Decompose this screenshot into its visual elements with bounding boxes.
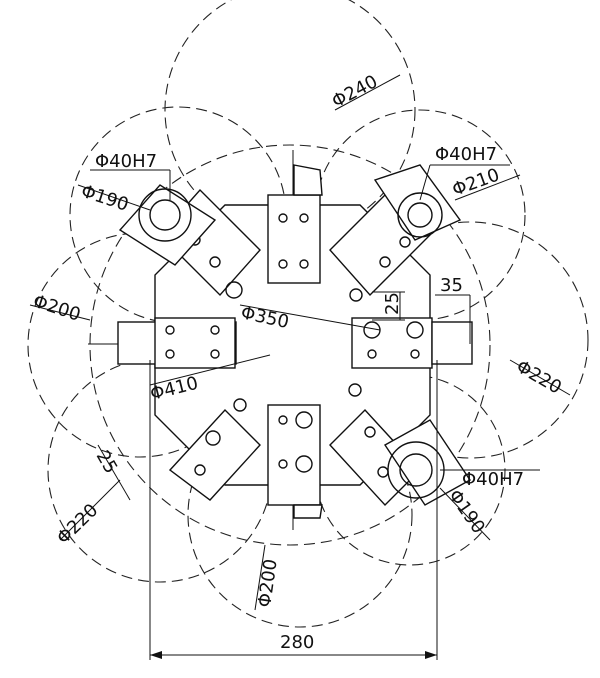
tool-holder-top [267,164,323,284]
bolt-hole [299,259,309,269]
bolt-hole [364,426,376,438]
arrow-head [150,651,162,659]
holder-block-right [431,321,473,365]
bore-inner [399,453,433,487]
bolt-hole [165,325,175,335]
holder-plate-left [154,317,236,369]
bolt-hole [210,325,220,335]
label-phi40h7-top-left: Φ40H7 [95,151,157,172]
bore-inner [149,199,181,231]
holder-tab-bottom [293,504,323,519]
bolt-hole [278,415,288,425]
boring-holder-top-right [373,164,462,241]
label-35: 35 [440,275,463,296]
bolt-hole [278,259,288,269]
leader-phi190-left [77,184,151,211]
holder-tab-top [293,164,323,196]
leader-phi210 [454,174,521,201]
boring-holder-body [373,164,462,241]
leader-phi200-left [29,304,91,321]
tool-holder-bottom [267,404,323,519]
bolt-hole [349,288,363,302]
leader-phi220-left [59,479,121,541]
bolt-hole [367,349,377,359]
boring-holder-body [118,184,217,266]
label-phi210: Φ210 [450,164,503,200]
bolt-hole [205,430,221,446]
holder-block-bottom-left [168,408,261,501]
bolt-hole [225,281,243,299]
bolt-hole [209,256,221,268]
bolt-hole [210,349,220,359]
bolt-hole [299,213,309,223]
boring-holders [118,164,472,506]
label-phi220-right: Φ220 [513,356,566,398]
bolt-hole [233,398,247,412]
bolt-hole [410,349,420,359]
tool-holder-left [117,317,237,369]
label-phi190-right: Φ190 [444,486,489,538]
leader-phi220-right [509,359,571,396]
label-phi240: Φ240 [328,71,381,112]
bolt-hole [194,464,206,476]
bolt-hole [295,455,313,473]
swing-circle-right [351,221,589,459]
bolt-hole [379,256,391,268]
bore-inner [407,202,433,228]
bolt-hole [295,411,313,429]
bolt-hole [165,349,175,359]
tool-holder-bottom-left [168,398,261,501]
bolt-hole [399,236,411,248]
arrow-head [425,651,437,659]
bolt-hole [348,383,362,397]
bore-outer [138,188,192,242]
label-25-right: 25 [382,292,403,315]
dimension-lines [29,74,571,660]
label-25-left: 25 [92,447,122,477]
leader-phi410 [149,354,271,386]
bolt-hole [278,213,288,223]
holder-block-top [267,194,321,284]
boring-holder-top-left [118,184,217,266]
bolt-hole [406,321,424,339]
label-phi200-left: Φ200 [30,291,83,326]
leader-phi350 [239,304,381,331]
swing-circle-outer [89,144,491,546]
bore-outer [397,192,443,238]
dim-25-left [97,444,131,501]
tool-holder-right [351,317,473,369]
leader-phi40h7-top-right-drop [419,164,431,201]
holder-plate-right [351,317,433,369]
label-phi220-left: Φ220 [53,500,102,549]
bolt-hole [278,459,288,469]
label-phi190-left: Φ190 [78,181,131,216]
label-phi40h7-top-right: Φ40H7 [435,144,497,165]
leader-phi190-right [439,487,491,541]
label-phi40h7-bottom-right: Φ40H7 [462,469,524,490]
label-phi200-bottom: Φ200 [254,558,282,609]
label-280: 280 [280,632,314,653]
leader-phi200-bottom [254,544,266,611]
leader-phi240 [334,74,401,111]
